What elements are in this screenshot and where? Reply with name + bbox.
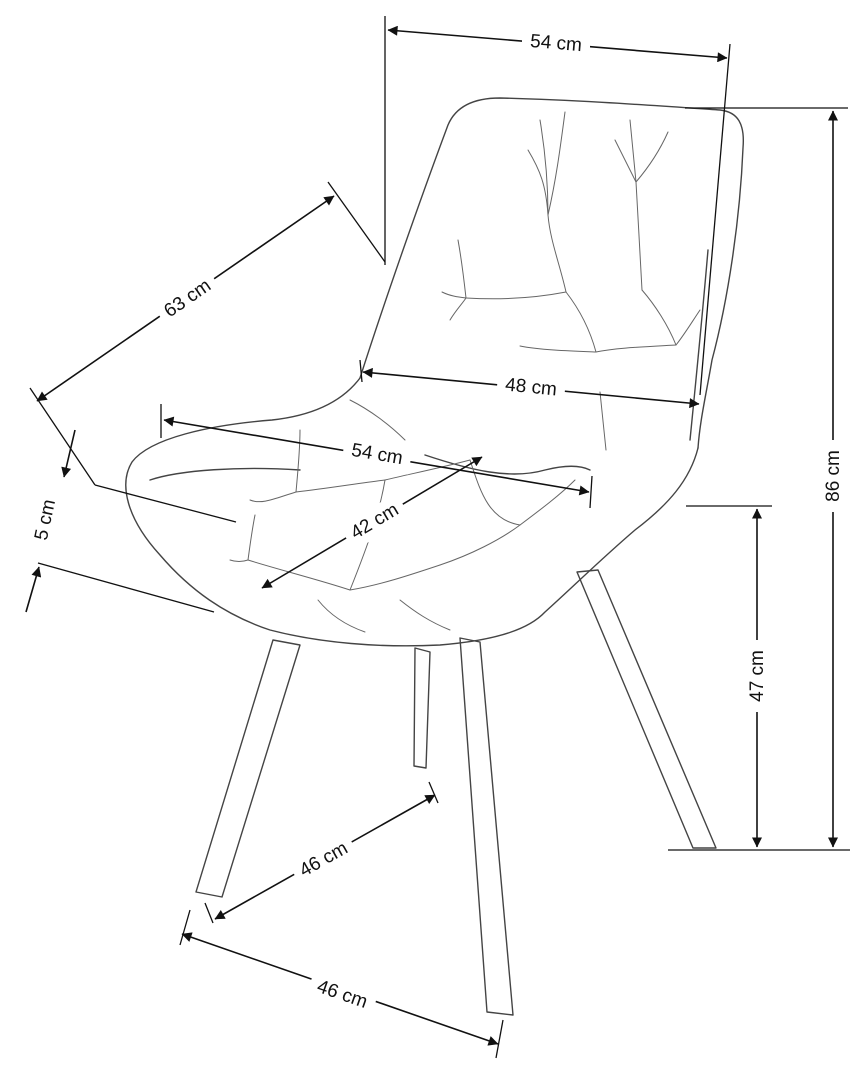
dimension-lines (25, 16, 850, 1059)
label-seat-height: 47 cm (747, 650, 768, 702)
dim-cushion-thickness-bottom (25, 566, 42, 613)
chair-leg-back-right (576, 569, 717, 849)
label-inner-back-width: 48 cm (504, 375, 557, 401)
chair-backrest-inner-edge (689, 249, 709, 441)
dimension-labels: 54 cm 86 cm 63 cm 48 cm 54 cm 42 cm 5 cm… (31, 30, 848, 1021)
chair-leg-front-left (195, 639, 301, 898)
dim-cushion-thickness-top (61, 429, 76, 478)
chair-leg-back-left (413, 647, 431, 769)
chair-seat-front-edge (149, 467, 301, 481)
chair-leg-front-right (459, 637, 514, 1016)
chair-backrest (359, 97, 745, 449)
label-total-height: 86 cm (823, 450, 844, 502)
chair-illustration (125, 97, 745, 1016)
chair-seat-cushion (125, 377, 699, 647)
label-cushion-thickness: 5 cm (31, 498, 60, 543)
chair-seat-side-edge (424, 454, 591, 475)
backrest-tufting (441, 111, 701, 451)
label-backrest-width: 54 cm (529, 31, 582, 56)
